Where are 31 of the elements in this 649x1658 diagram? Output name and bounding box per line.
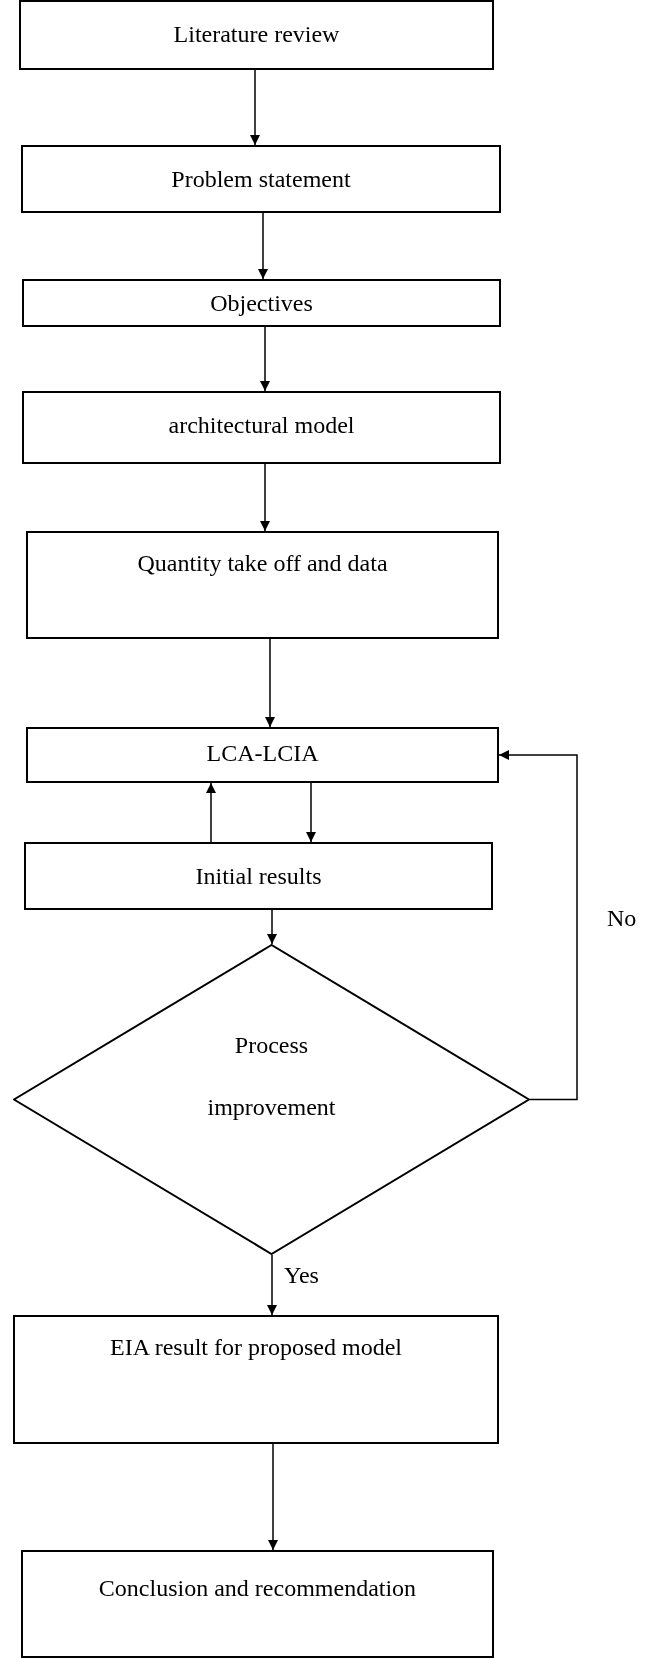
process-text: EIA result for proposed model bbox=[109, 1333, 403, 1362]
process-text: Quantity take off and data bbox=[136, 549, 389, 578]
process-text: Problem statement bbox=[170, 165, 352, 194]
process-box bbox=[19, 0, 494, 70]
process-text: Objectives bbox=[209, 289, 314, 318]
arrow bbox=[267, 909, 277, 945]
process-text: architectural model bbox=[167, 411, 356, 440]
process-box bbox=[26, 531, 499, 639]
process-box bbox=[21, 1550, 494, 1658]
arrow bbox=[265, 638, 275, 728]
arrow bbox=[267, 1254, 277, 1316]
process-box bbox=[24, 842, 493, 910]
arrow bbox=[260, 463, 270, 532]
arrow bbox=[206, 782, 216, 843]
process-text: Literature review bbox=[172, 20, 341, 49]
process-text: LCA-LCIA bbox=[205, 739, 320, 768]
process-text: Initial results bbox=[194, 862, 323, 891]
process-box bbox=[26, 727, 499, 783]
process-box bbox=[13, 1315, 499, 1444]
arrow bbox=[498, 750, 578, 1101]
arrow bbox=[306, 782, 316, 843]
decision-diamond bbox=[13, 944, 530, 1255]
process-box bbox=[22, 391, 501, 464]
arrow bbox=[260, 326, 270, 392]
arrow bbox=[258, 212, 268, 280]
process-box bbox=[22, 279, 501, 327]
process-text: Conclusion and recommendation bbox=[97, 1574, 418, 1603]
arrow bbox=[250, 69, 260, 146]
decision-text: Process improvement bbox=[206, 1031, 337, 1123]
arrow bbox=[268, 1443, 278, 1551]
process-box bbox=[21, 145, 501, 213]
